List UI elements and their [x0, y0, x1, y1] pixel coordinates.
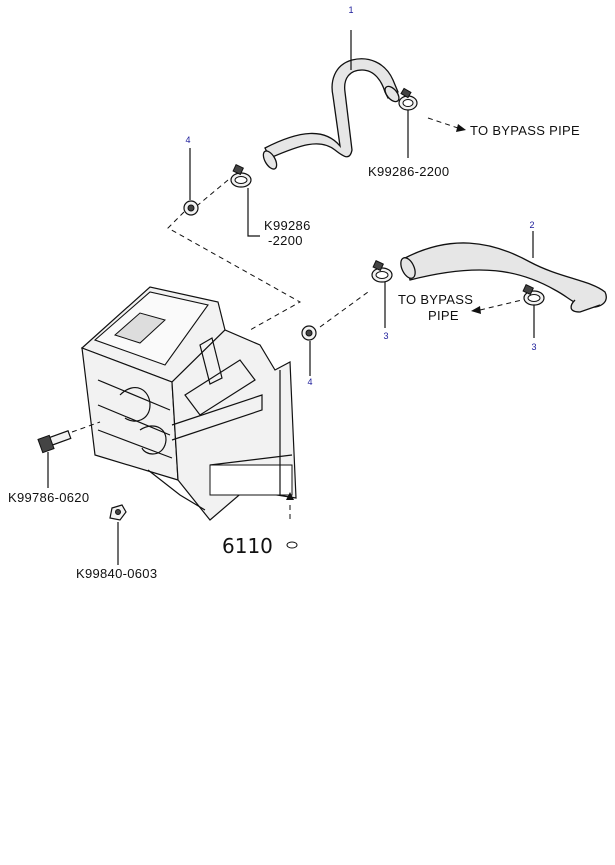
arrow-head-top [456, 124, 466, 132]
callout-2: 2 [529, 220, 534, 230]
label-nut-part-number: K99840-0603 [76, 566, 157, 581]
hose-clamp-top [398, 87, 418, 111]
label-clamp-part-number-b1: K99286 [264, 218, 311, 233]
label-assembly-number: 6110 [222, 534, 273, 558]
callout-4a: 4 [185, 135, 190, 145]
hose-clamp-mid [371, 260, 393, 283]
label-bolt-part-number: K99786-0620 [8, 490, 89, 505]
assembly-line-right-arrow [479, 299, 523, 311]
grommet-upper [183, 200, 199, 216]
assembly-line-mid [319, 291, 369, 328]
heater-unit-assembly [80, 286, 297, 521]
callout-3a: 3 [383, 331, 388, 341]
leader-clamp-b [247, 188, 260, 237]
label-clamp-part-number-a: K99286-2200 [368, 164, 449, 179]
label-to-bypass-mid-line1: TO BYPASS [398, 292, 473, 307]
assembly-line-upper-route [167, 179, 302, 331]
callout-4b: 4 [307, 377, 312, 387]
hose-1 [262, 58, 400, 170]
hose-clamp-left [230, 164, 252, 188]
label-to-bypass-mid-line2: PIPE [428, 308, 459, 323]
label-clamp-part-number-b2: -2200 [268, 233, 303, 248]
hose-2 [400, 242, 607, 313]
grommet-lower [301, 325, 317, 341]
nut [109, 504, 127, 521]
assembly-line-top-arrow [427, 117, 459, 129]
arrow-head-mid [471, 306, 481, 314]
hose-clamp-right [522, 284, 545, 306]
callout-1: 1 [348, 5, 353, 15]
arrow-head-down [286, 492, 294, 500]
ring-symbol [286, 541, 298, 549]
label-to-bypass-pipe-top: TO BYPASS PIPE [470, 123, 580, 138]
bolt [37, 421, 101, 454]
callout-3b: 3 [531, 342, 536, 352]
